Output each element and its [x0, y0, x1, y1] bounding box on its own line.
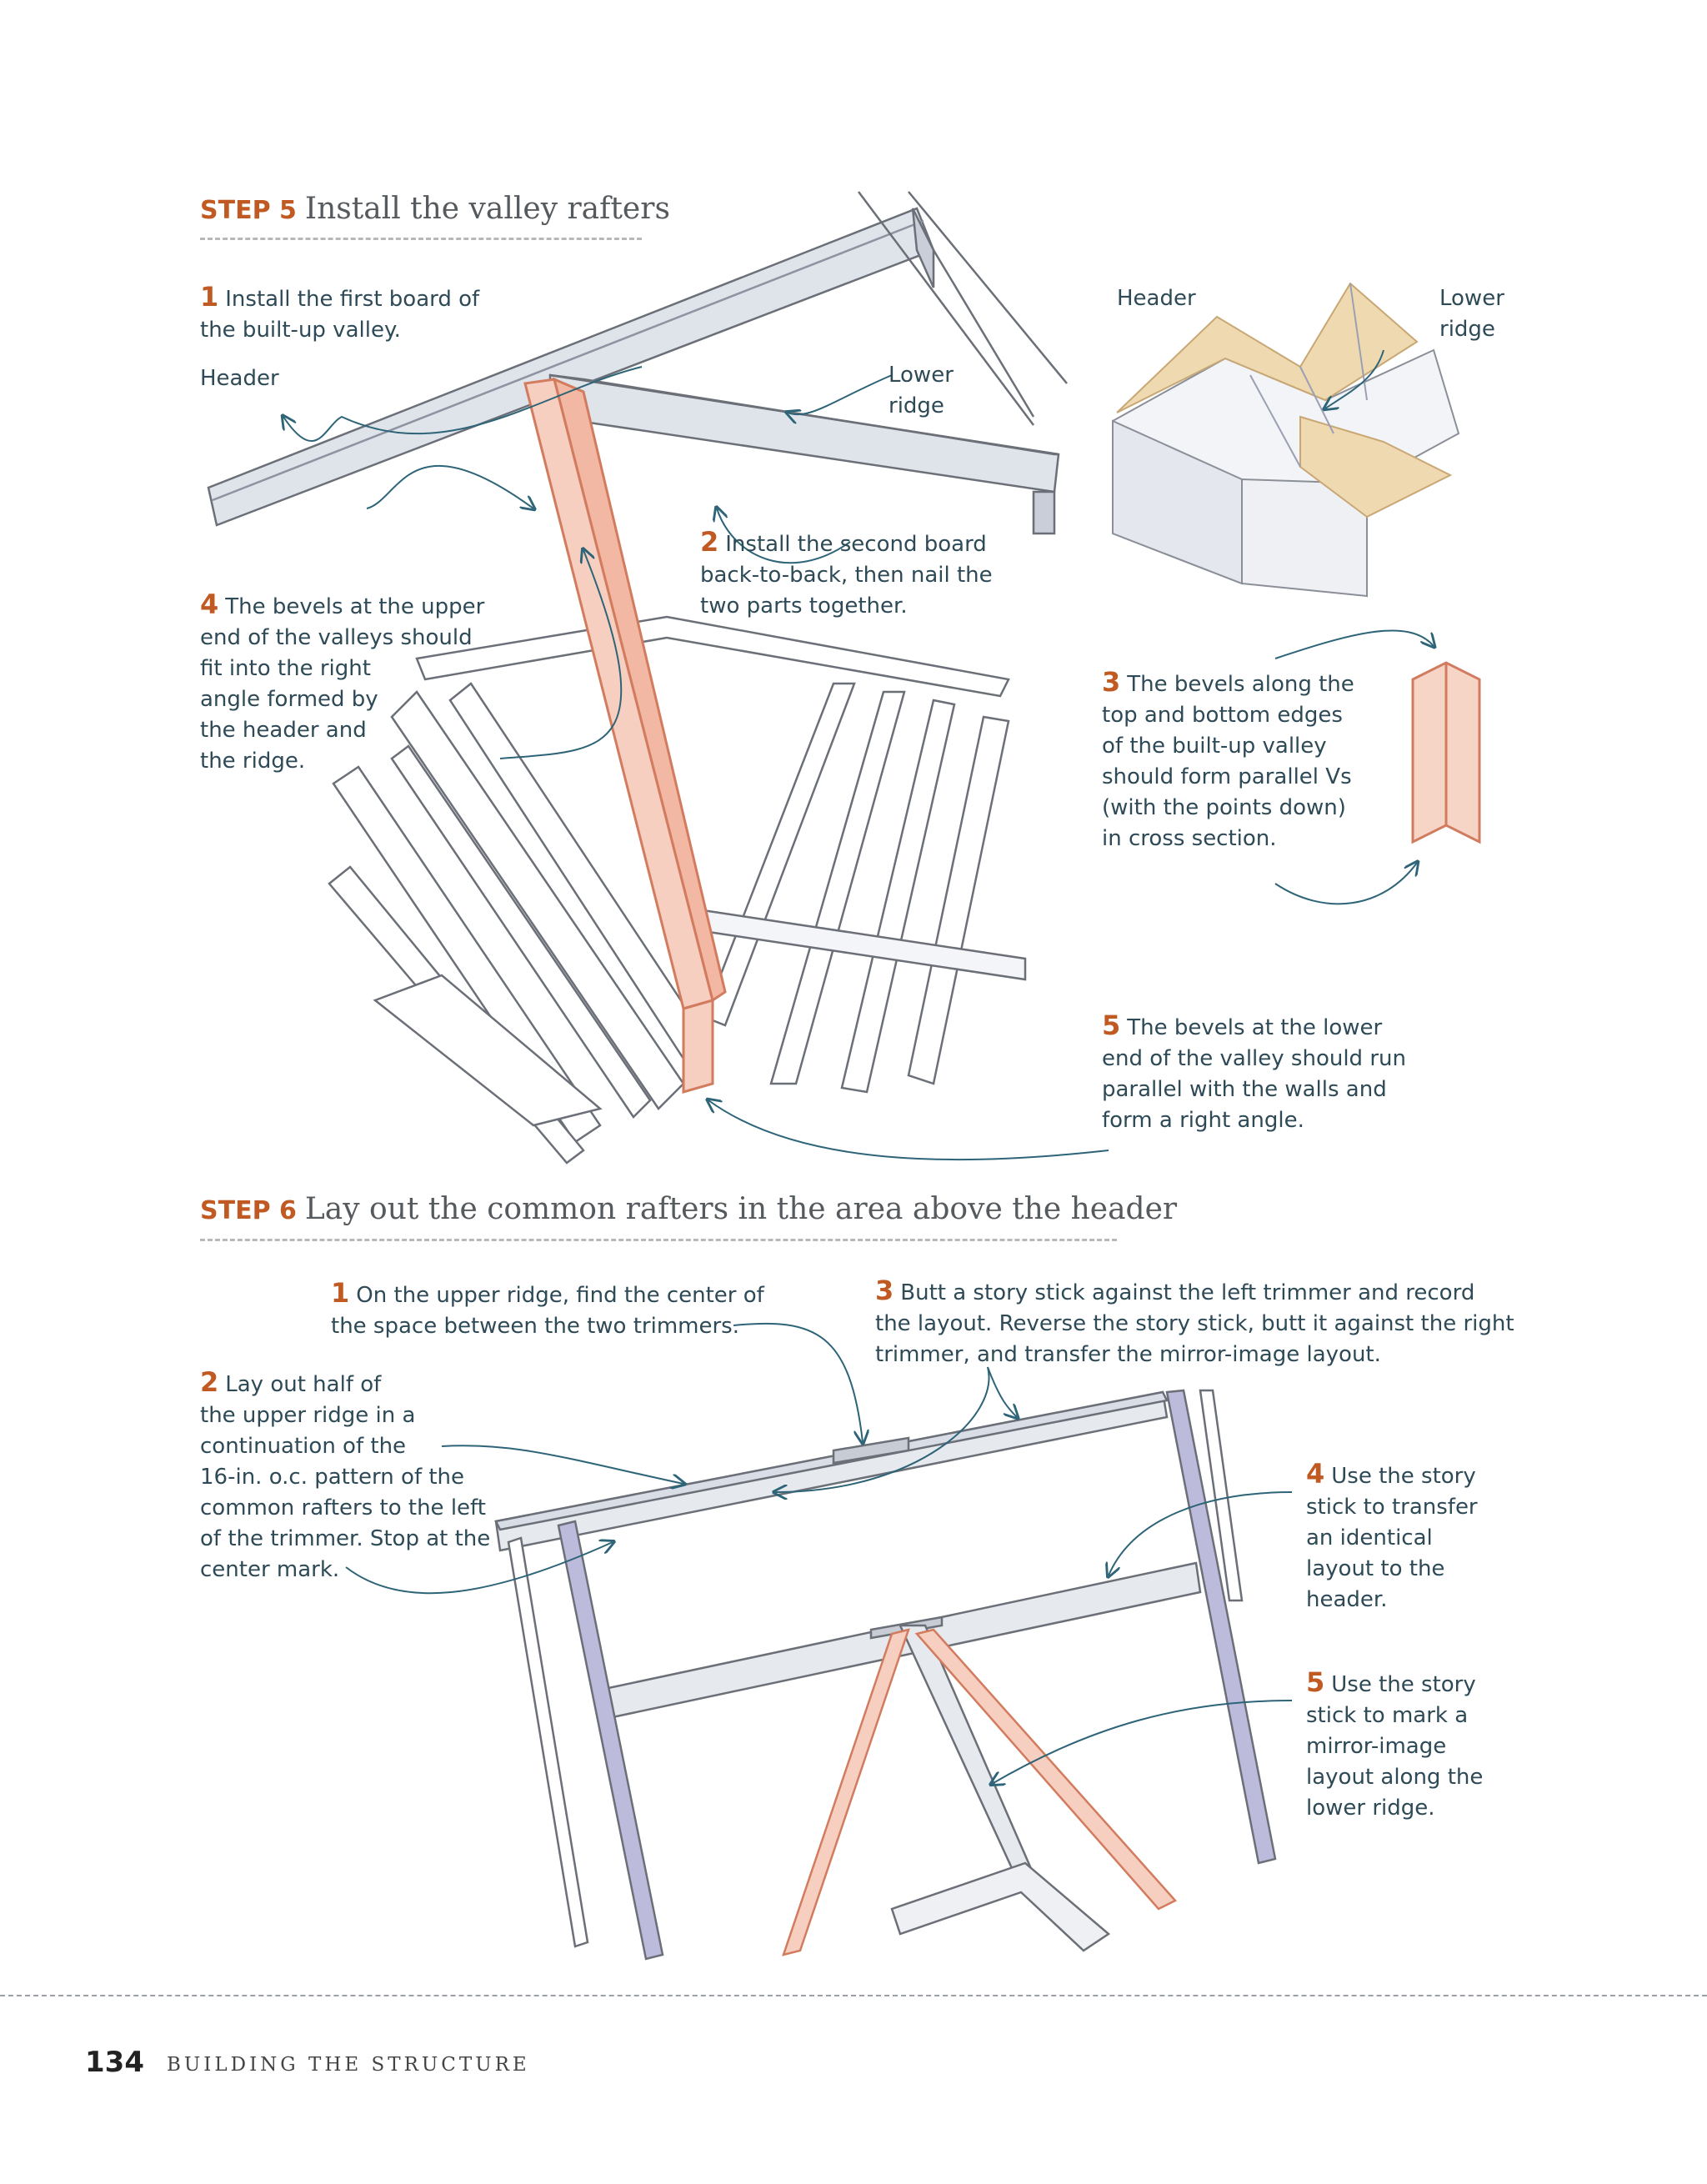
inset-header-label: Header [1117, 286, 1196, 311]
step6-title-rule [200, 1239, 1117, 1241]
trimmers [507, 1389, 1277, 1961]
step6-common-rafters [782, 1628, 1178, 1956]
footer-rule [0, 1995, 1707, 1996]
callout-number: 5 [1306, 1666, 1325, 1698]
callout-number: 2 [200, 1366, 219, 1398]
callout-text: Install the first board of [225, 287, 480, 312]
callout-number: 5 [1102, 1009, 1121, 1041]
step5-label: STEP 5 [200, 196, 297, 225]
step6-callout-arrows [345, 1322, 1293, 1784]
valley-cross-section [1411, 661, 1481, 844]
callout-number: 3 [875, 1275, 894, 1306]
step6-lower-framing [890, 1861, 1111, 1952]
step5-heading: Install the valley rafters [304, 192, 670, 226]
callout-number: 3 [1102, 666, 1121, 698]
callout-number: 2 [700, 526, 719, 558]
step5-callout-arrows [283, 349, 1434, 1161]
inset-house-illustration [1112, 282, 1460, 598]
callout-number: 1 [200, 281, 219, 313]
roof-slope-lines [858, 191, 1068, 426]
header-label: Header [200, 366, 279, 391]
header-beam [207, 207, 935, 527]
step6-label: STEP 6 [200, 1196, 297, 1225]
callout-number: 1 [331, 1277, 350, 1309]
lower-ridge-beam [548, 373, 1060, 535]
step5-title-rule [200, 238, 642, 240]
common-rafters-right [690, 682, 1027, 1094]
wall-top-plate [415, 615, 1010, 698]
page-number: 134 [85, 2046, 144, 2079]
upper-ridge-beam [494, 1390, 1169, 1552]
callout-number: 4 [200, 589, 219, 620]
callout-text: the built-up valley. [200, 318, 401, 343]
step6-heading: Lay out the common rafters in the area a… [304, 1192, 1178, 1226]
callout-number: 4 [1306, 1458, 1325, 1490]
common-rafters-left [328, 682, 710, 1165]
step6-lower-ridge [899, 1624, 1039, 1890]
valley-rafter [523, 377, 727, 1094]
section-title: BUILDING THE STRUCTURE [167, 2054, 530, 2076]
